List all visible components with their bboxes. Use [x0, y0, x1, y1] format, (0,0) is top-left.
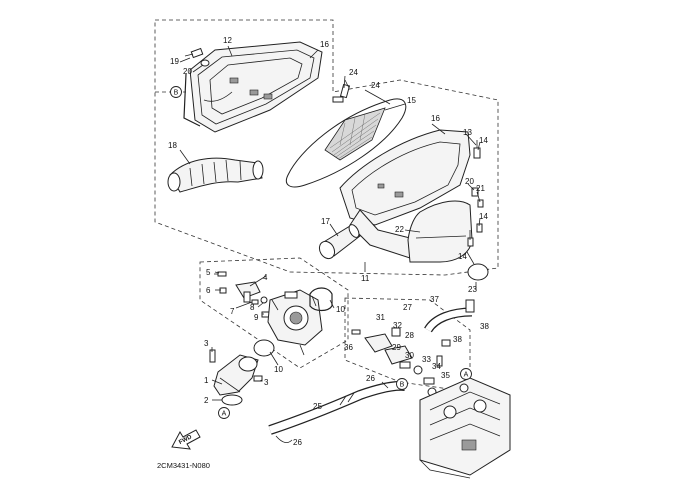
carburetor-group-outline — [199, 257, 349, 369]
label-31: 31 — [376, 313, 385, 322]
hose-25 — [268, 380, 406, 444]
label-20-right: 20 — [465, 177, 474, 186]
screws-24 — [332, 79, 351, 103]
carb-leader-lines — [211, 271, 335, 401]
label-28: 28 — [405, 331, 414, 340]
label-38-upper: 38 — [480, 322, 489, 331]
label-10-upper: 10 — [336, 305, 345, 314]
label-6: 6 — [206, 286, 211, 295]
label-8: 8 — [250, 303, 255, 312]
grommet-20 — [200, 59, 210, 67]
intake-manifold — [209, 349, 263, 406]
label-14-top: 14 — [479, 136, 488, 145]
ref-mark-b-bottom: B — [396, 378, 408, 390]
label-14-mid: 14 — [479, 212, 488, 221]
air-hose-37 — [424, 299, 475, 347]
carburetor-assembly — [214, 271, 333, 357]
label-11: 11 — [361, 274, 370, 283]
label-37: 37 — [430, 295, 439, 304]
label-29: 29 — [392, 343, 401, 352]
label-3-upper: 3 — [204, 339, 209, 348]
ref-mark-a-right: A — [460, 368, 472, 380]
label-17: 17 — [321, 217, 330, 226]
label-5: 5 — [206, 268, 211, 277]
label-2: 2 — [204, 396, 209, 405]
intake-duct-18 — [167, 157, 264, 193]
label-13: 13 — [463, 128, 472, 137]
cover-screw-19 — [184, 47, 204, 59]
label-24-lower: 24 — [371, 81, 380, 90]
airbox-group-outline — [154, 19, 499, 276]
label-21: 21 — [476, 184, 485, 193]
label-20-top: 20 — [183, 67, 192, 76]
svg-text:A: A — [222, 411, 227, 418]
label-34: 34 — [432, 362, 441, 371]
svg-text:B: B — [400, 382, 405, 389]
label-3-lower: 3 — [264, 378, 269, 387]
fwd-arrow-icon: FWD — [171, 429, 201, 450]
ref-mark-a-left: A — [218, 407, 230, 419]
label-33: 33 — [422, 355, 431, 364]
label-24-upper: 24 — [349, 68, 358, 77]
part-labels: 12 16 19 20 18 24 24 15 16 13 14 20 21 1… — [168, 36, 489, 447]
ref-mark-b-top: B — [170, 86, 182, 98]
leader-lines — [179, 45, 481, 290]
engine-head — [419, 377, 511, 479]
label-16-right: 16 — [431, 114, 440, 123]
svg-text:A: A — [464, 372, 469, 379]
label-32: 32 — [393, 321, 402, 330]
label-9: 9 — [254, 313, 259, 322]
svg-text:B: B — [174, 90, 179, 97]
label-30: 30 — [405, 351, 414, 360]
air-filter-15 — [285, 98, 407, 188]
label-38-lower: 38 — [453, 335, 462, 344]
label-35: 35 — [441, 371, 450, 380]
label-16-top: 16 — [320, 40, 329, 49]
air-cleaner-cover — [183, 41, 323, 133]
label-36: 36 — [344, 343, 353, 352]
label-12: 12 — [223, 36, 232, 45]
diagram-code: 2CM3431-N080 — [157, 461, 210, 470]
label-15: 15 — [407, 96, 416, 105]
label-19: 19 — [170, 57, 179, 66]
cover-22 — [407, 200, 473, 263]
label-25: 25 — [313, 402, 322, 411]
label-26-upper: 26 — [366, 374, 375, 383]
label-1: 1 — [204, 376, 209, 385]
label-18: 18 — [168, 141, 177, 150]
inlet-funnel-17 — [318, 224, 361, 260]
label-27: 27 — [403, 303, 412, 312]
right-small-parts — [467, 140, 484, 247]
label-14-low: 14 — [458, 252, 467, 261]
label-4: 4 — [263, 273, 268, 282]
clamp-23 — [467, 263, 489, 281]
label-10-lower: 10 — [274, 365, 283, 374]
label-7: 7 — [230, 307, 235, 316]
label-22: 22 — [395, 225, 404, 234]
label-23: 23 — [468, 285, 477, 294]
label-26-lower: 26 — [293, 438, 302, 447]
